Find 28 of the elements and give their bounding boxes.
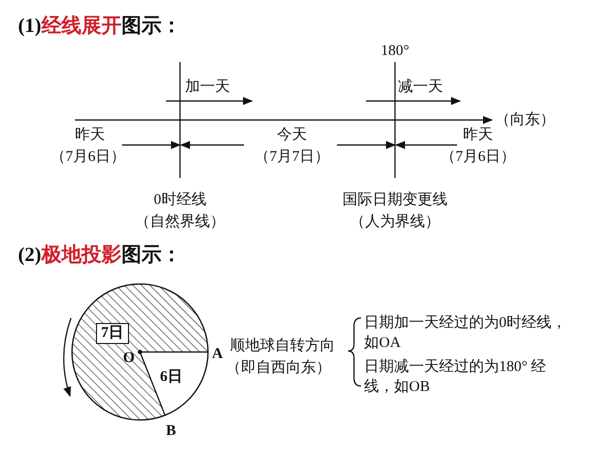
heading-keyword: 极地投影 <box>41 243 122 267</box>
heading-text: 图示： <box>121 243 182 267</box>
rule-text: 日期加一天经过的为0时经线，如OA <box>364 314 568 353</box>
day-label: 昨天 <box>75 126 105 144</box>
meridian-name: 0时经线 <box>154 191 206 209</box>
point-label: B <box>166 422 176 440</box>
meridian-note: （人为界线） <box>350 213 440 231</box>
meridian-note: （自然界线） <box>135 213 225 231</box>
sector-label: 6日 <box>160 368 182 386</box>
heading-number: (1) <box>18 14 42 38</box>
meridian-name: 国际日期变更线 <box>342 191 448 209</box>
rotation-note: （即自西向东） <box>226 359 331 377</box>
meridian-label: 180° <box>380 42 410 60</box>
direction-label: （向东） <box>495 111 555 129</box>
rotation-label: 顺地球自转方向 <box>230 337 335 355</box>
date-label: （7月6日） <box>50 148 126 166</box>
date-label: （7月6日） <box>440 148 516 166</box>
heading-text: 图示： <box>121 14 182 38</box>
day-label: 今天 <box>277 126 307 144</box>
day-label: 昨天 <box>463 126 493 144</box>
heading-number: (2) <box>18 243 42 267</box>
heading-keyword: 经线展开 <box>41 14 122 38</box>
rule-text: 日期减一天经过的为180° 经线，如OB <box>364 358 548 397</box>
date-box: 7日 <box>96 323 128 344</box>
date-label: （7月7日） <box>254 148 330 166</box>
arrow-label: 加一天 <box>185 78 230 96</box>
point-label: A <box>212 345 223 363</box>
arrow-label: 减一天 <box>398 78 443 96</box>
